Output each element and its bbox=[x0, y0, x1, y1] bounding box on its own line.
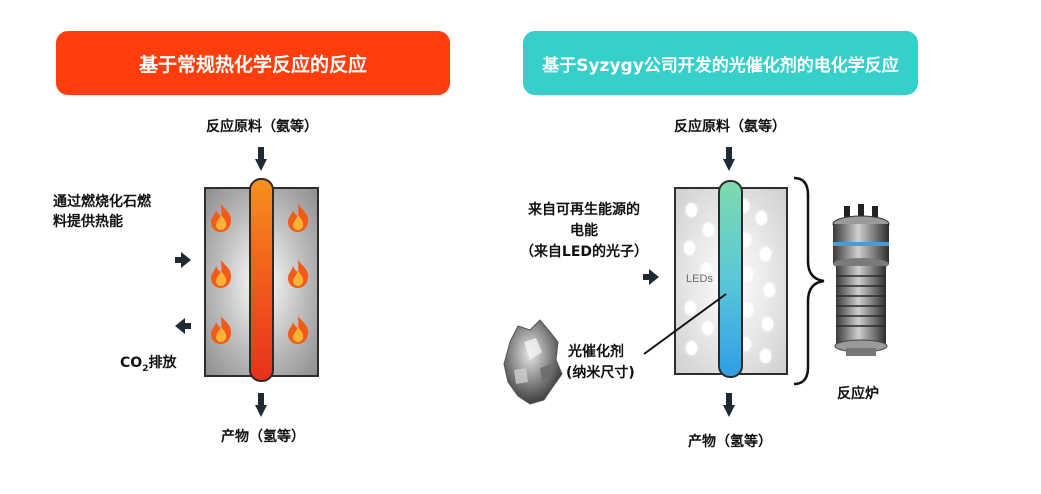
led-dot bbox=[760, 349, 771, 363]
left-output-arrow-icon bbox=[255, 393, 267, 417]
thermal-reaction-tube bbox=[249, 178, 274, 382]
led-dot bbox=[740, 337, 751, 351]
reactor-device-image bbox=[832, 204, 890, 356]
energy-label-line3: （来自LED的光子） bbox=[519, 244, 649, 260]
nanoparticle-image bbox=[503, 319, 563, 405]
led-dot bbox=[701, 263, 712, 277]
heat-label-line2: 料提供热能 bbox=[53, 214, 123, 230]
flame-icon bbox=[288, 260, 309, 288]
led-dot bbox=[684, 241, 695, 255]
led-dot bbox=[760, 247, 771, 261]
energy-input-arrow-icon bbox=[643, 269, 659, 285]
led-dot bbox=[738, 199, 749, 213]
left-banner: 基于常规热化学反应的反应 bbox=[56, 31, 450, 95]
co2-prefix: CO bbox=[120, 355, 143, 371]
led-dot bbox=[686, 203, 697, 217]
led-dot bbox=[702, 321, 713, 335]
co2-subscript: 2 bbox=[142, 363, 149, 374]
right-input-label: 反应原料（氨等） bbox=[674, 119, 786, 135]
heat-label-line1: 通过燃烧化石燃 bbox=[53, 194, 151, 210]
co2-suffix: 排放 bbox=[148, 355, 177, 371]
catalyst-label-line2: (纳米尺寸) bbox=[566, 365, 635, 381]
left-input-arrow-icon bbox=[255, 147, 267, 171]
leds-text: LEDs bbox=[686, 273, 713, 285]
flame-icon bbox=[211, 260, 232, 288]
flame-icon bbox=[288, 204, 309, 232]
energy-label-line1: 来自可再生能源的 bbox=[528, 202, 640, 218]
flame-icon bbox=[211, 204, 232, 232]
led-dot bbox=[762, 317, 773, 331]
led-dot bbox=[703, 223, 714, 237]
led-dot bbox=[686, 341, 697, 355]
flame-icon bbox=[288, 316, 309, 344]
led-dot bbox=[764, 283, 775, 297]
flame-icon bbox=[211, 316, 232, 344]
catalyst-pointer-line bbox=[643, 293, 727, 355]
photocatalytic-reaction-tube bbox=[718, 180, 743, 378]
left-output-label: 产物（氢等） bbox=[221, 429, 305, 445]
left-banner-title: 基于常规热化学反应的反应 bbox=[138, 53, 367, 76]
right-output-label: 产物（氢等） bbox=[688, 434, 772, 450]
co2-output-arrow-icon bbox=[175, 318, 191, 334]
energy-label-line2: 电能 bbox=[570, 223, 598, 239]
reactor-label: 反应炉 bbox=[837, 386, 879, 402]
led-dot bbox=[742, 267, 753, 281]
led-dot bbox=[685, 301, 696, 315]
led-dot bbox=[756, 211, 767, 225]
heat-input-arrow-icon bbox=[175, 252, 191, 268]
right-input-arrow-icon bbox=[723, 147, 735, 171]
left-input-label: 反应原料（氨等） bbox=[206, 119, 318, 135]
catalyst-label-line1: 光催化剂 bbox=[568, 344, 624, 360]
led-dot bbox=[740, 233, 751, 247]
right-banner: 基于Syzygy公司开发的光催化剂的电化学反应 bbox=[523, 31, 918, 95]
right-banner-title: 基于Syzygy公司开发的光催化剂的电化学反应 bbox=[542, 55, 899, 76]
co2-label: CO2排放 bbox=[120, 352, 176, 374]
reactor-brace-icon bbox=[793, 176, 825, 386]
right-output-arrow-icon bbox=[723, 393, 735, 417]
led-dot bbox=[742, 303, 753, 317]
